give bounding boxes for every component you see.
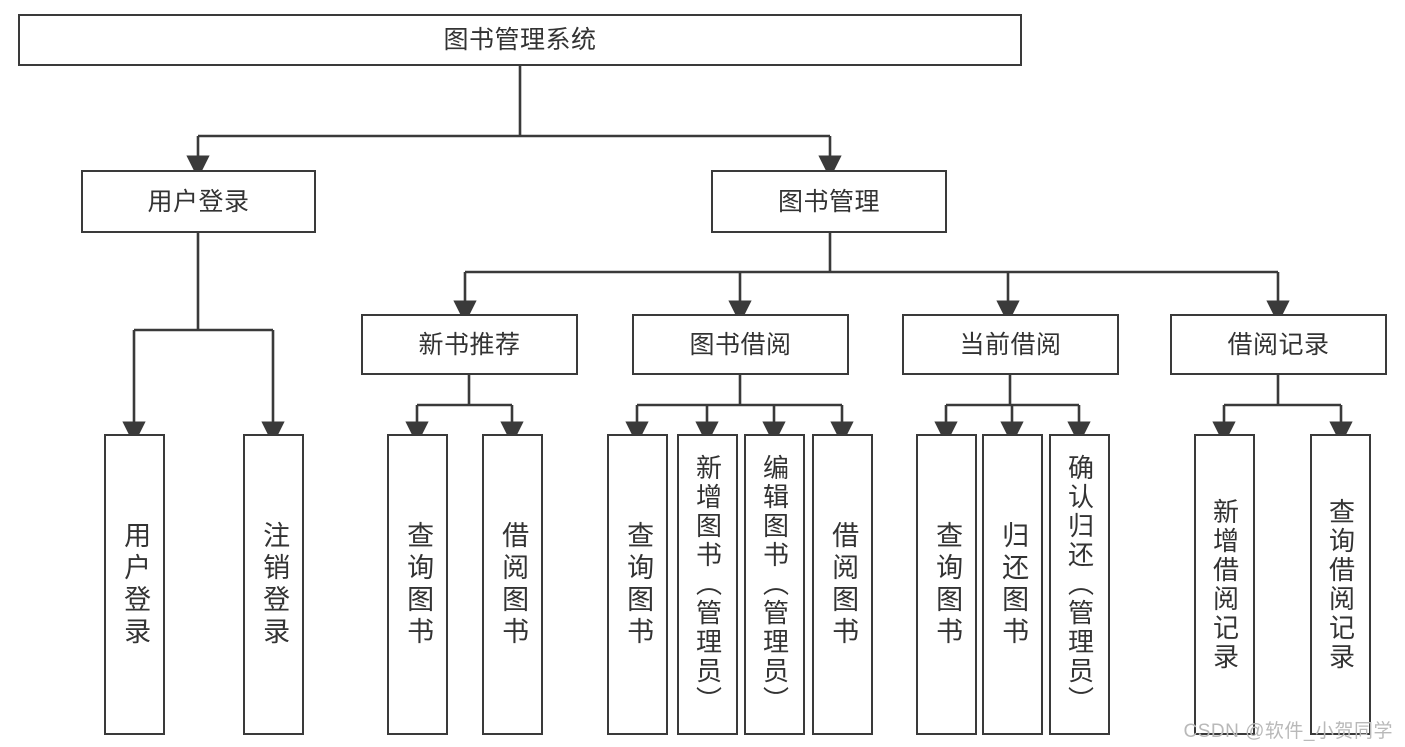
node-label: 查询图书 [932,520,963,649]
node-root-book-management-system[interactable]: 图书管理系统 [18,14,1022,66]
node-label: 用户登录 [147,187,250,216]
node-label: 查询图书 [623,520,654,649]
node-book-management[interactable]: 图书管理 [711,170,947,233]
leaf-borrow-record-add-record[interactable]: 新增借阅记录 [1194,434,1255,735]
node-label: 注销登录 [259,520,290,649]
node-borrow-record[interactable]: 借阅记录 [1170,314,1387,375]
leaf-new-book-borrow-book[interactable]: 借阅图书 [482,434,543,735]
leaf-book-borrow-add-book-admin[interactable]: 新增图书（管理员） [677,434,738,735]
leaf-user-login-logout[interactable]: 注销登录 [243,434,304,735]
leaf-user-login-login[interactable]: 用户登录 [104,434,165,735]
leaf-new-book-query-book[interactable]: 查询图书 [387,434,448,735]
node-label: 借阅图书 [828,520,859,649]
node-label: 查询图书 [403,520,434,649]
leaf-borrow-record-query-record[interactable]: 查询借阅记录 [1310,434,1371,735]
node-label: 确认归还（管理员） [1064,454,1095,715]
leaf-current-borrow-return-book[interactable]: 归还图书 [982,434,1043,735]
leaf-current-borrow-confirm-return-admin[interactable]: 确认归还（管理员） [1049,434,1110,735]
leaf-book-borrow-borrow-book[interactable]: 借阅图书 [812,434,873,735]
node-current-borrow[interactable]: 当前借阅 [902,314,1119,375]
node-book-borrow[interactable]: 图书借阅 [632,314,849,375]
node-user-login[interactable]: 用户登录 [81,170,316,233]
node-label: 归还图书 [998,520,1029,649]
node-label: 图书借阅 [689,330,792,359]
node-label: 编辑图书（管理员） [759,454,790,715]
watermark-text: CSDN @软件_小贺同学 [1183,721,1393,742]
node-label: 图书管理系统 [443,26,597,54]
node-label: 新书推荐 [418,330,521,359]
node-new-book-recommend[interactable]: 新书推荐 [361,314,578,375]
node-label: 当前借阅 [959,330,1062,359]
node-label: 新增借阅记录 [1209,497,1240,672]
node-label: 查询借阅记录 [1325,497,1356,672]
leaf-book-borrow-edit-book-admin[interactable]: 编辑图书（管理员） [744,434,805,735]
node-label: 借阅图书 [498,520,529,649]
node-label: 新增图书（管理员） [692,454,723,715]
node-label: 图书管理 [777,187,880,216]
leaf-current-borrow-query-book[interactable]: 查询图书 [916,434,977,735]
leaf-book-borrow-query-book[interactable]: 查询图书 [607,434,668,735]
node-label: 借阅记录 [1227,330,1330,359]
node-label: 用户登录 [120,520,151,649]
